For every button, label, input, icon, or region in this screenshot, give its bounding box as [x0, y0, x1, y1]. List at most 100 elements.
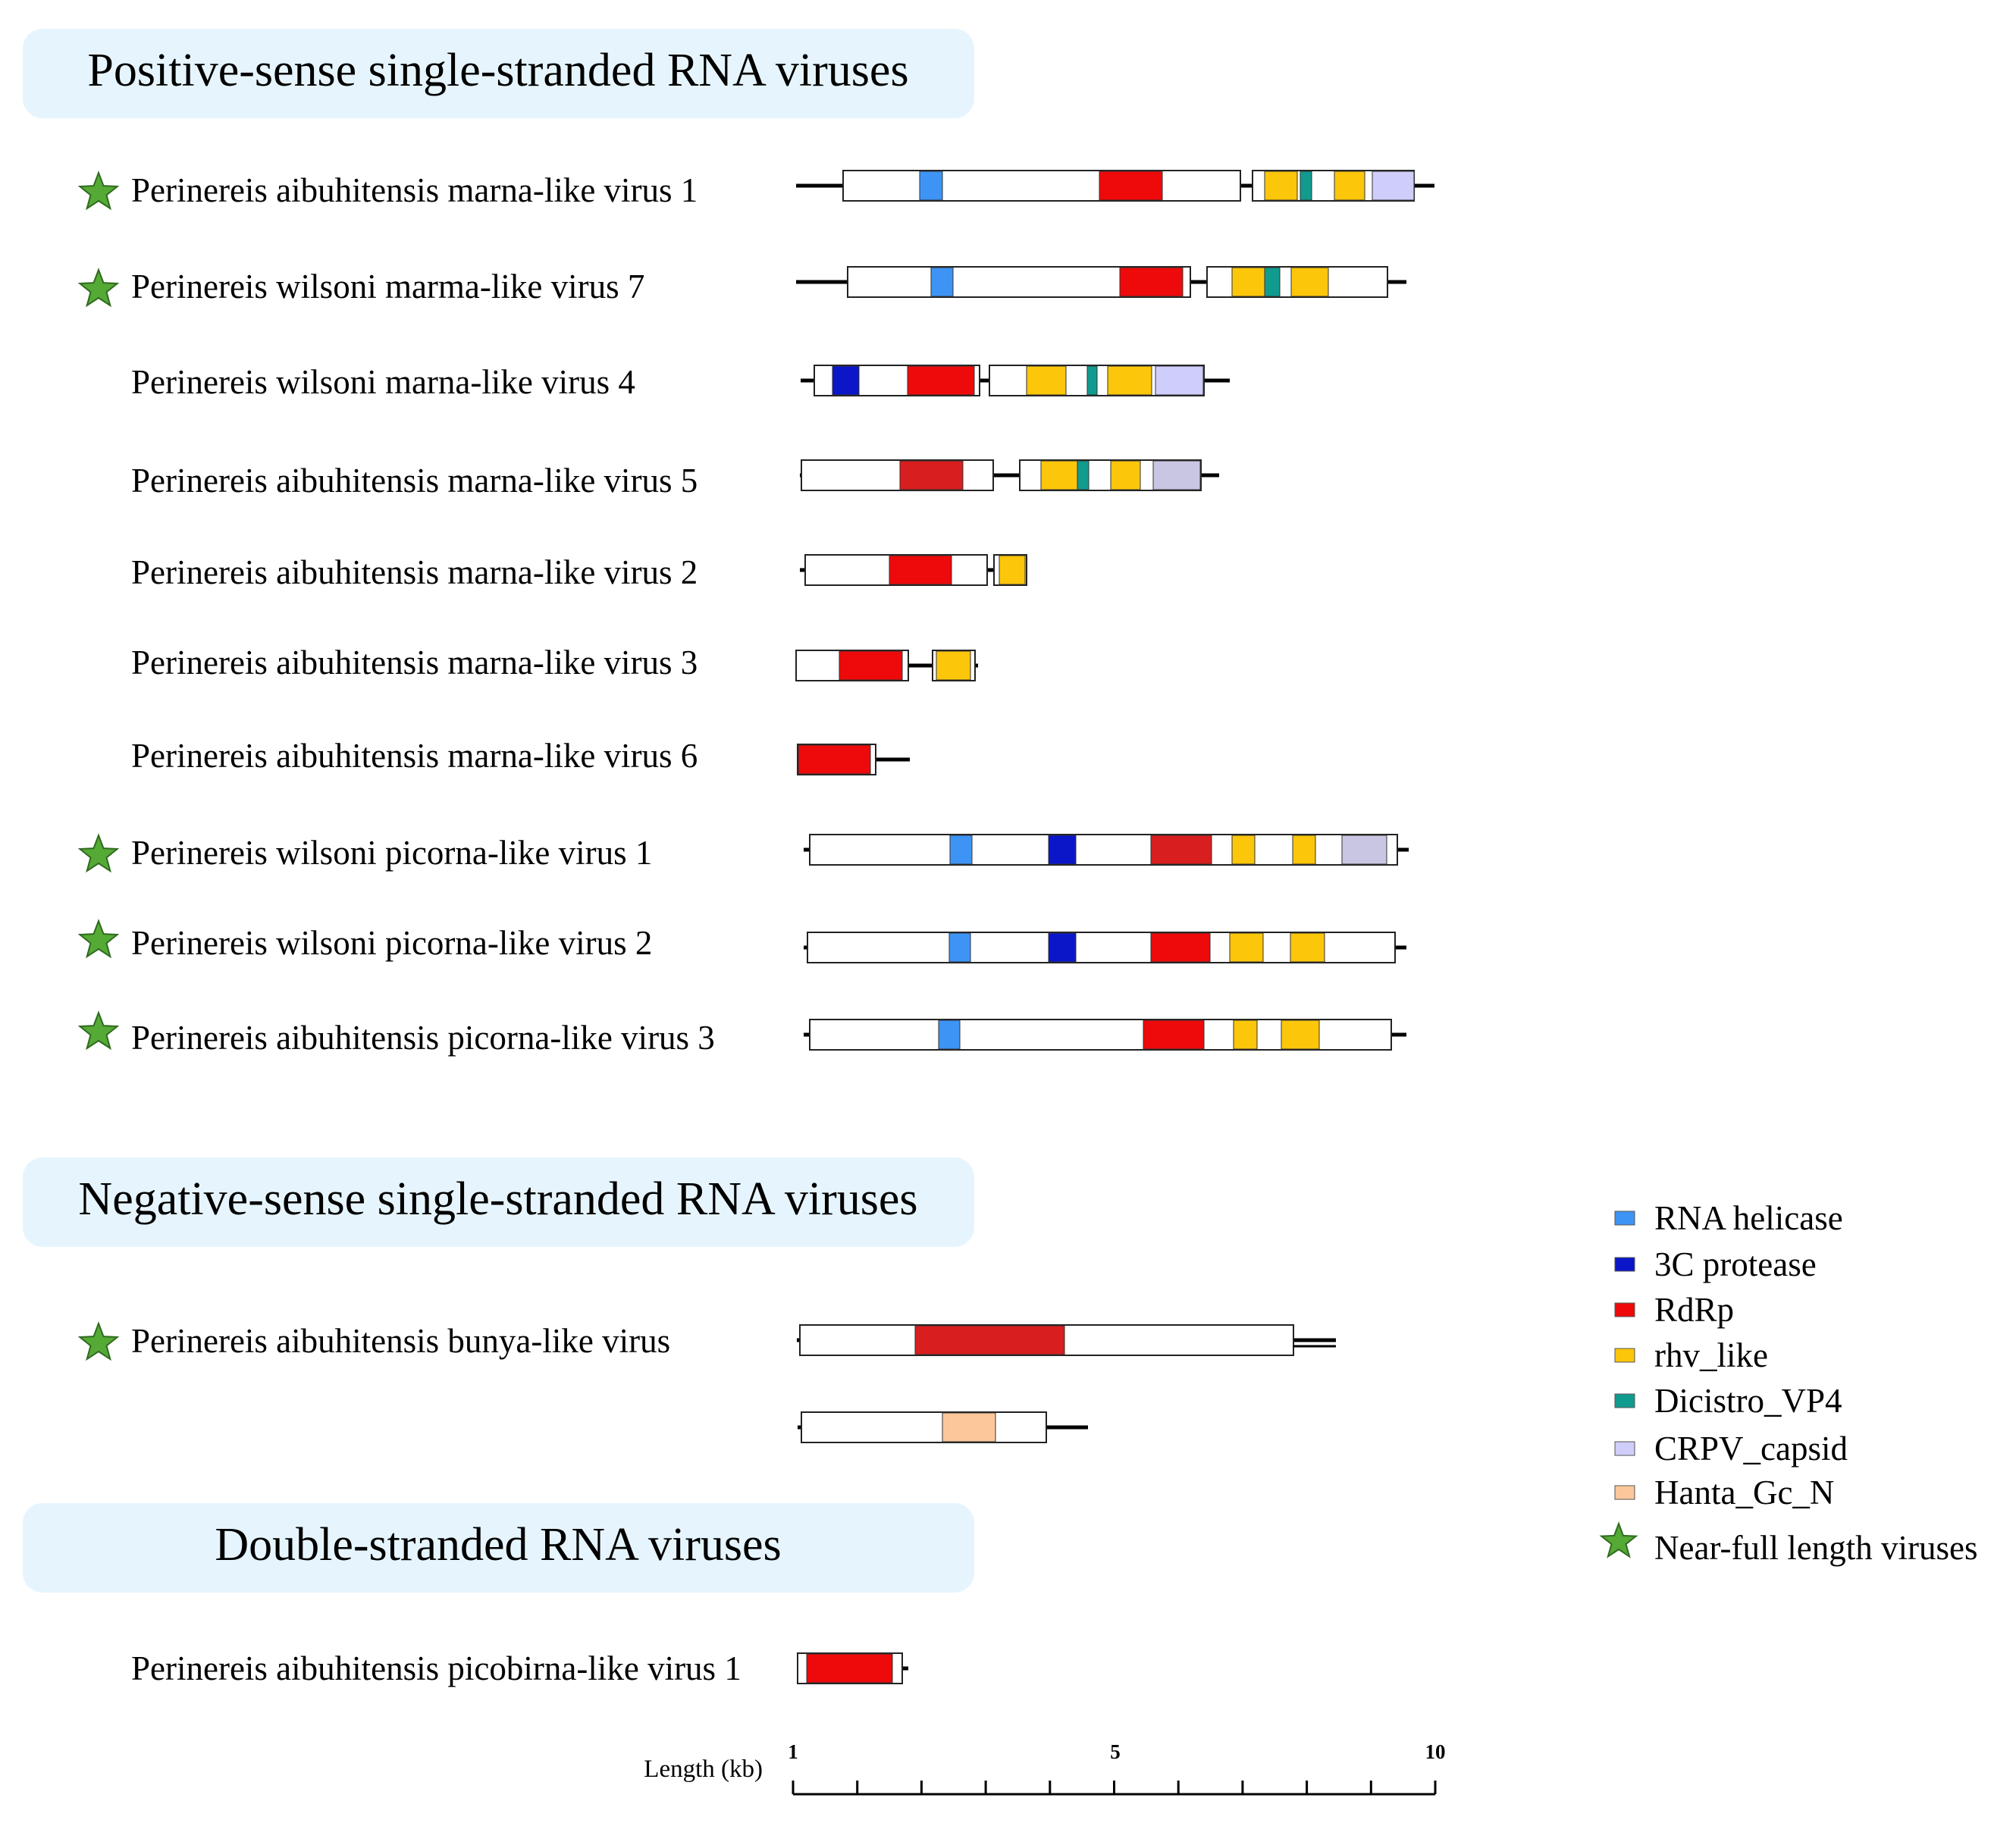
- tick-label: 10: [1425, 1740, 1446, 1763]
- domain-rdrp: [1143, 1020, 1205, 1050]
- domain-protease-3c: [1048, 932, 1077, 963]
- domain-rdrp: [839, 650, 903, 681]
- domain-rhv-like: [1231, 267, 1265, 297]
- legend-swatch-rna-helicase: [1614, 1211, 1635, 1226]
- section-positive-sense: Positive-sense single-stranded RNA virus…: [23, 29, 974, 118]
- domain-crpv-capsid-grey: [1341, 835, 1387, 865]
- legend: RNA helicase 3C protease RdRp rhv_like D…: [1599, 1199, 1977, 1567]
- domain-rdrp: [1150, 932, 1211, 963]
- genome-map: [804, 1019, 1406, 1051]
- virus-label: Perinereis aibuhitensis marna-like virus…: [131, 644, 698, 681]
- domain-rna-helicase: [930, 267, 954, 297]
- domain-rhv-like: [1290, 932, 1325, 963]
- domain-rdrp-dark: [1150, 835, 1212, 865]
- domain-dicistro-vp4: [1264, 267, 1281, 297]
- domain-rna-helicase: [948, 932, 971, 963]
- section-header-box: [23, 1157, 974, 1247]
- virus-label: Perinereis wilsoni picorna-like virus 2: [131, 924, 652, 962]
- virus-label: Perinereis aibuhitensis marna-like virus…: [131, 553, 698, 591]
- domain-rhv-like: [1264, 171, 1298, 201]
- orf-box: [842, 170, 1241, 202]
- legend-swatch-rhv-like: [1614, 1348, 1635, 1363]
- genome-map: [797, 1652, 908, 1684]
- orf-box: [801, 1411, 1047, 1443]
- domain-rdrp: [1099, 171, 1163, 201]
- domain-rdrp-dark: [899, 460, 964, 490]
- domain-dicistro-vp4: [1077, 460, 1090, 490]
- domain-rdrp: [806, 1653, 893, 1684]
- section-double-stranded: Double-stranded RNA viruses: [23, 1503, 974, 1593]
- axis-label: Length (kb): [644, 1756, 763, 1783]
- domain-rhv-like: [1026, 365, 1067, 396]
- star-icon: [1599, 1521, 1638, 1558]
- legend-label: RNA helicase: [1654, 1199, 1843, 1237]
- domain-rhv-like: [1040, 460, 1078, 490]
- legend-label: rhv_like: [1654, 1336, 1768, 1374]
- domain-rdrp: [798, 744, 871, 775]
- domain-rhv-like: [936, 650, 971, 681]
- legend-label: 3C protease: [1654, 1245, 1817, 1283]
- domain-rna-helicase: [938, 1020, 961, 1050]
- section-negative-sense: Negative-sense single-stranded RNA virus…: [23, 1157, 974, 1247]
- legend-swatch-3c-protease: [1614, 1257, 1635, 1272]
- domain-rhv-like: [1292, 835, 1316, 865]
- domain-rhv-like: [1290, 267, 1329, 297]
- virus-label: Perinereis aibuhitensis marna-like virus…: [131, 737, 698, 775]
- domain-rhv-like: [1110, 460, 1141, 490]
- section-title: Negative-sense single-stranded RNA virus…: [78, 1173, 917, 1225]
- virus-label: Perinereis aibuhitensis bunya-like virus: [131, 1322, 670, 1360]
- section-header-box: [23, 29, 974, 118]
- genome-map: [800, 459, 1219, 491]
- virus-label: Perinereis wilsoni marna-like virus 4: [131, 363, 635, 401]
- domain-rhv-like: [1334, 171, 1365, 201]
- legend-label: Dicistro_VP4: [1654, 1382, 1842, 1420]
- genome-map: [797, 1324, 1336, 1356]
- near-full-length-stars: [77, 171, 120, 1361]
- orf-box: [801, 459, 994, 491]
- virus-label: Perinereis aibuhitensis picorna-like vir…: [131, 1019, 715, 1057]
- domain-crpv-capsid: [1372, 171, 1415, 201]
- section-header-box: [23, 1503, 974, 1593]
- virus-label: Perinereis wilsoni marma-like virus 7: [131, 268, 644, 305]
- genome-map: [797, 744, 910, 775]
- virus-label: Perinereis aibuhitensis marna-like virus…: [131, 171, 698, 209]
- legend-swatch-hanta-gc-n: [1614, 1485, 1635, 1500]
- domain-rhv-like: [1233, 1020, 1258, 1050]
- legend-label: Hanta_Gc_N: [1654, 1474, 1834, 1511]
- legend-swatch-rdrp: [1614, 1302, 1635, 1317]
- tick-label: 5: [1110, 1740, 1121, 1763]
- star-icon: [77, 919, 120, 959]
- legend-label: CRPV_capsid: [1654, 1430, 1848, 1467]
- star-icon: [77, 833, 120, 873]
- section-title: Double-stranded RNA viruses: [215, 1519, 781, 1571]
- genome-map: [798, 1411, 1088, 1443]
- domain-rhv-like: [1107, 365, 1152, 396]
- legend-swatch-dicistro-vp4: [1614, 1393, 1635, 1408]
- star-icon: [77, 268, 120, 308]
- domain-rhv-like: [1231, 835, 1256, 865]
- virus-label: Perinereis wilsoni picorna-like virus 1: [131, 834, 652, 872]
- domain-dicistro-vp4: [1086, 365, 1098, 396]
- virus-label: Perinereis aibuhitensis picobirna-like v…: [131, 1649, 741, 1687]
- domain-rna-helicase: [949, 835, 973, 865]
- genome-map: [804, 834, 1409, 866]
- domain-crpv-capsid-grey: [1152, 460, 1201, 490]
- virus-label: Perinereis aibuhitensis marna-like virus…: [131, 462, 698, 500]
- genome-maps: [795, 170, 1434, 1684]
- legend-label: Near-full length viruses: [1654, 1529, 1977, 1567]
- genome-map: [796, 266, 1406, 298]
- genome-map: [804, 932, 1406, 963]
- domain-protease-3c: [1048, 835, 1077, 865]
- domain-dicistro-vp4: [1300, 171, 1312, 201]
- domain-rdrp: [889, 555, 952, 585]
- domain-rdrp: [907, 365, 975, 396]
- genome-map: [795, 650, 978, 681]
- domain-protease-3c: [832, 365, 860, 396]
- domain-rhv-like: [999, 555, 1026, 585]
- domain-rdrp-dark: [914, 1325, 1065, 1355]
- genome-map: [796, 170, 1434, 202]
- domain-rhv-like: [1281, 1020, 1320, 1050]
- star-icon: [77, 171, 120, 211]
- genome-map: [800, 554, 1027, 586]
